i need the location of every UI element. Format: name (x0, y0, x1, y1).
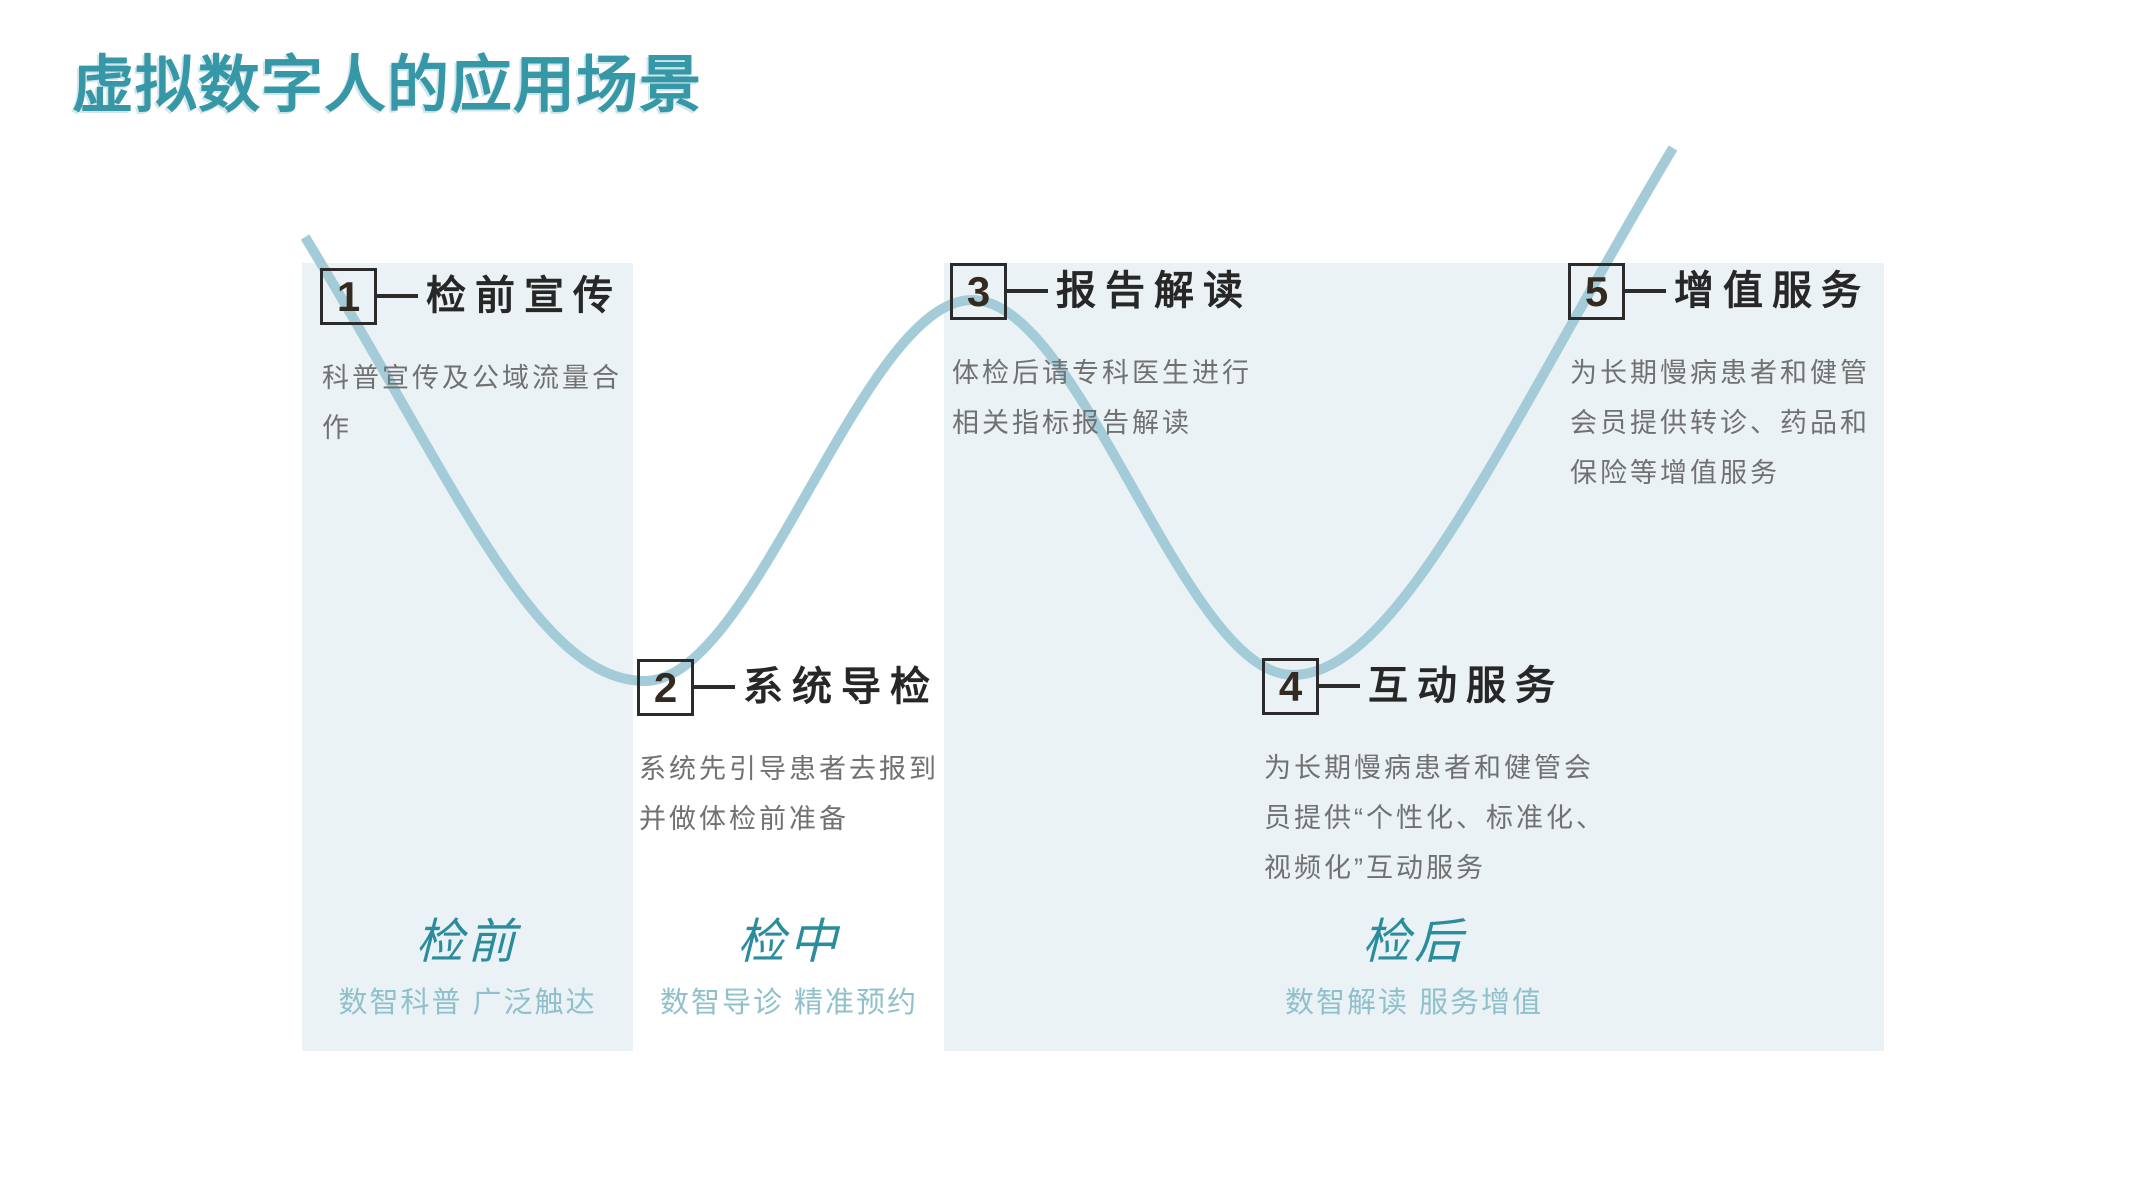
phase-label: 检中 (736, 916, 841, 969)
step-description-line: 作 (322, 413, 352, 443)
phase-block-mid: 检中 数智导诊 精准预约 (633, 912, 945, 1020)
step-description-line: 并做体检前准备 (639, 804, 849, 834)
step-number-box: 4 (1262, 658, 1319, 715)
step-number-box: 2 (637, 659, 694, 716)
phase-subtitle: 数智导诊 精准预约 (659, 987, 919, 1019)
step-description-line: 相关指标报告解读 (952, 408, 1192, 438)
step-number: 5 (1584, 267, 1609, 315)
step-connector-dash (1624, 289, 1666, 293)
step-description: 体检后请专科医生进行 相关指标报告解读 (952, 348, 1252, 448)
step-description-line: 系统先引导患者去报到 (639, 754, 939, 784)
step-title: 增值服务 (1674, 269, 1870, 313)
step-description: 系统先引导患者去报到 并做体检前准备 (639, 744, 939, 844)
step-title: 报告解读 (1056, 269, 1252, 313)
step-description-line: 为长期慢病患者和健管会 (1264, 753, 1594, 783)
phase-label: 检前 (415, 916, 520, 969)
step-number-box: 1 (320, 268, 377, 325)
step-number: 4 (1278, 662, 1303, 710)
step-number-box: 5 (1568, 263, 1625, 320)
step-description-line: 会员提供转诊、药品和 (1570, 408, 1870, 438)
phase-block-post: 检后 数智解读 服务增值 (944, 912, 1884, 1020)
step-description-line: 员提供“个性化、标准化、 (1264, 803, 1606, 833)
step-connector-dash (1318, 684, 1360, 688)
step-connector-dash (1006, 289, 1048, 293)
step-description: 为长期慢病患者和健管会 员提供“个性化、标准化、 视频化”互动服务 (1264, 743, 1606, 893)
step-description: 为长期慢病患者和健管 会员提供转诊、药品和 保险等增值服务 (1570, 348, 1870, 498)
step-description-line: 体检后请专科医生进行 (952, 358, 1252, 388)
step-number: 2 (653, 663, 678, 711)
step-description-line: 视频化”互动服务 (1264, 853, 1486, 883)
step-title: 互动服务 (1368, 664, 1564, 708)
step-number: 3 (966, 267, 991, 315)
step-title: 系统导检 (743, 665, 939, 709)
step-title: 检前宣传 (426, 274, 622, 318)
step-connector-dash (376, 294, 418, 298)
step-description-line: 科普宣传及公域流量合 (322, 363, 622, 393)
phase-subtitle: 数智解读 服务增值 (1284, 987, 1544, 1019)
step-connector-dash (693, 685, 735, 689)
phase-block-pre: 检前 数智科普 广泛触达 (302, 912, 633, 1020)
step-number-box: 3 (950, 263, 1007, 320)
step-description-line: 保险等增值服务 (1570, 458, 1780, 488)
step-number: 1 (336, 272, 361, 320)
phase-label: 检后 (1361, 916, 1466, 969)
step-description: 科普宣传及公域流量合 作 (322, 353, 622, 453)
page-title: 虚拟数字人的应用场景 (72, 51, 703, 120)
step-description-line: 为长期慢病患者和健管 (1570, 358, 1870, 388)
phase-subtitle: 数智科普 广泛触达 (338, 987, 597, 1019)
